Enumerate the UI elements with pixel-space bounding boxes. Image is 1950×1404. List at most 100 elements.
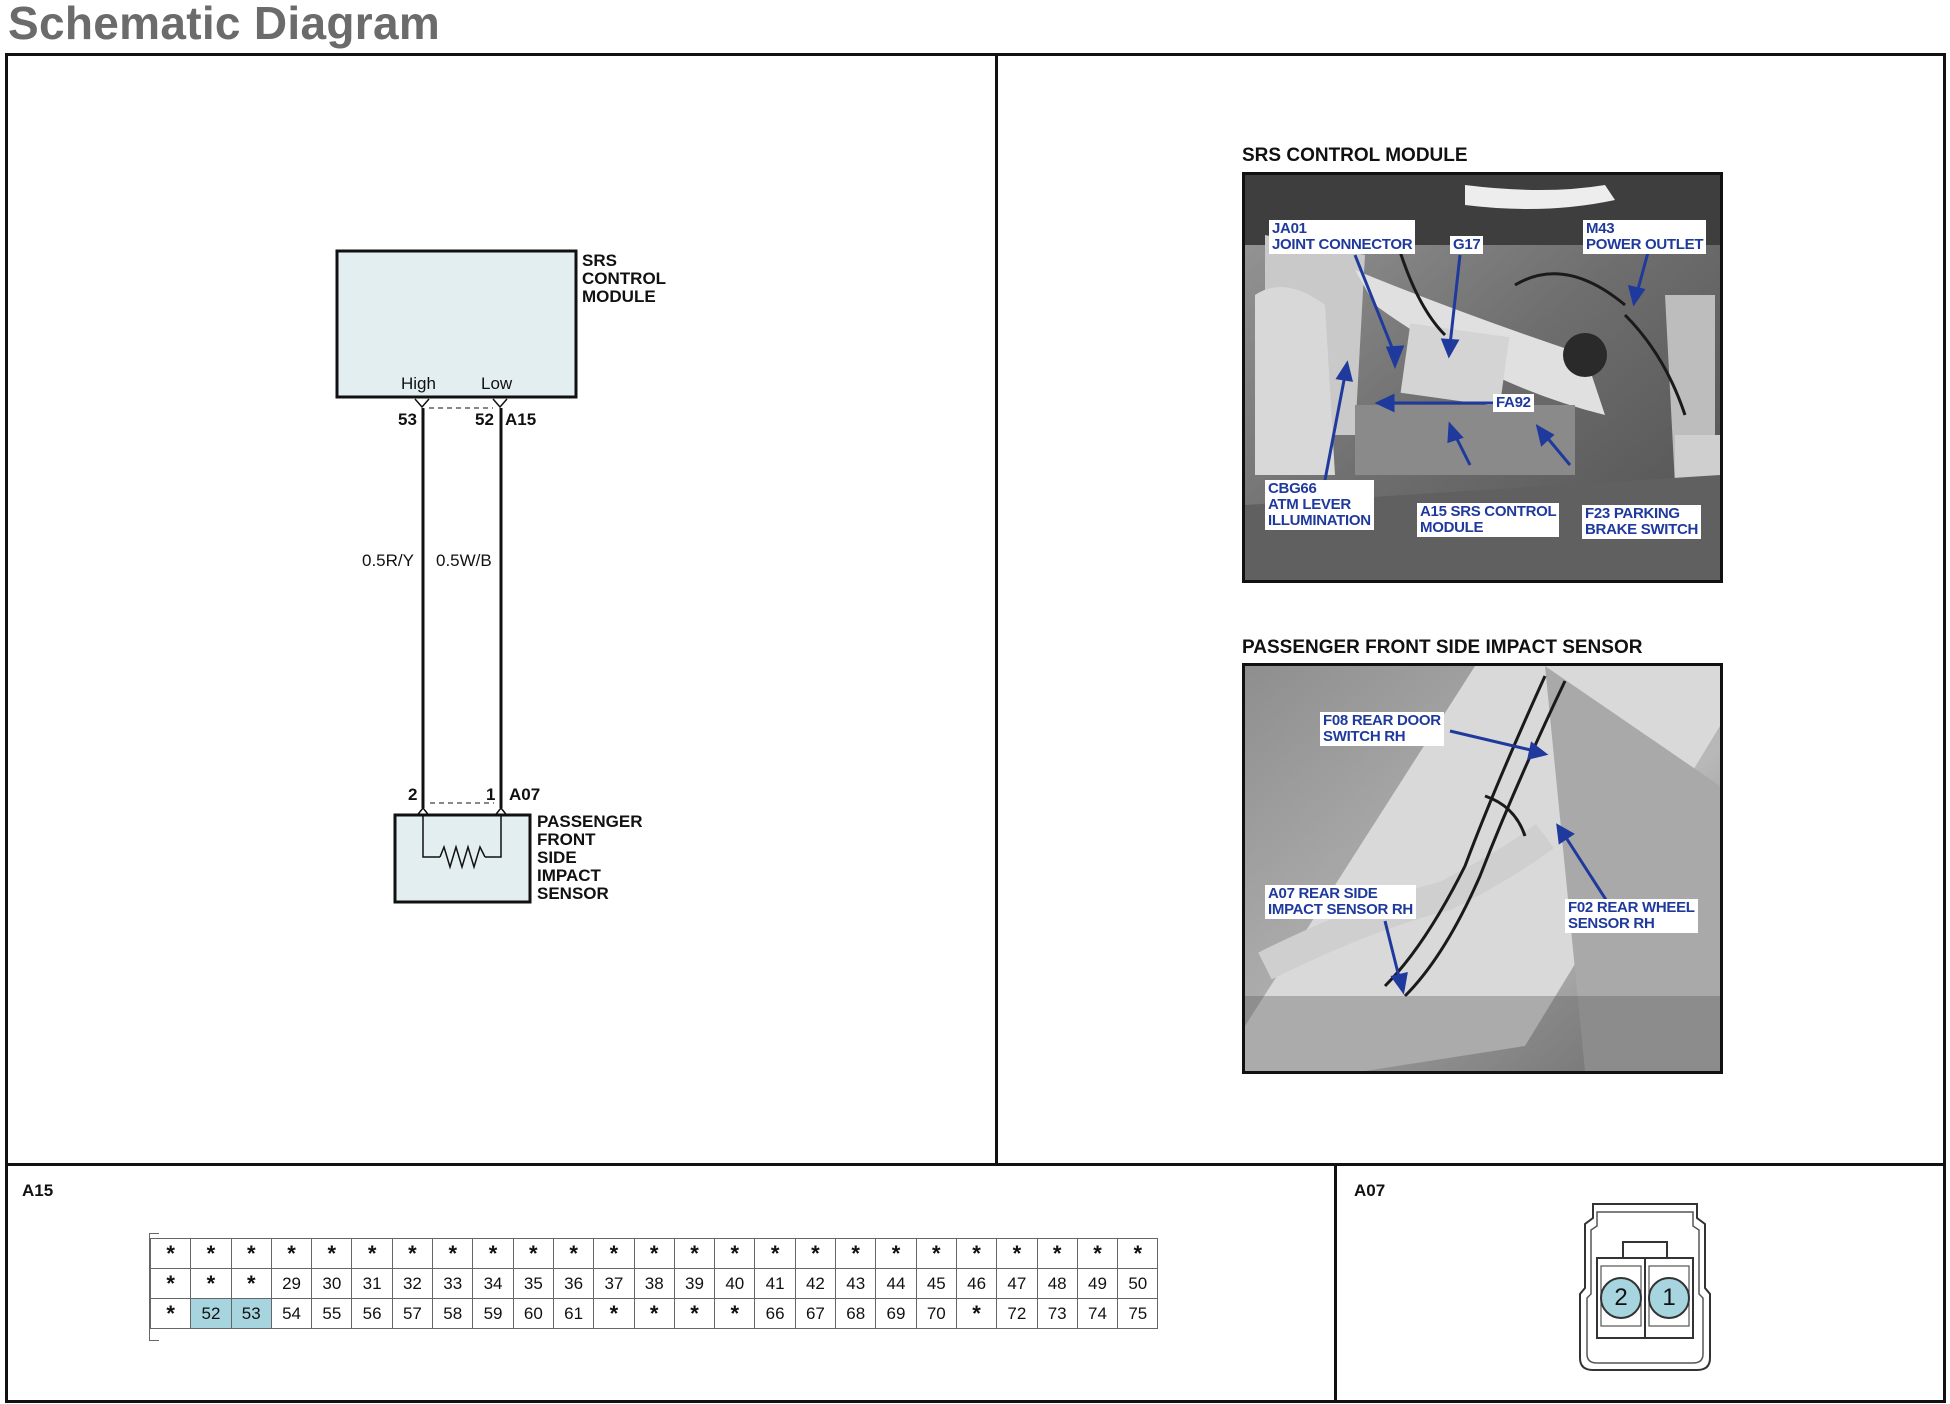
callout-a15: A15 SRS CONTROL MODULE	[1417, 503, 1560, 537]
a15-pin-29: 29	[270, 1268, 313, 1299]
a15-pin-47: 47	[996, 1268, 1038, 1299]
impact-sensor-photo: F08 REAR DOOR SWITCH RH A07 REAR SIDE IM…	[1242, 663, 1723, 1074]
sensor-photo-image	[1245, 666, 1720, 1071]
a15-pin-34: 34	[472, 1268, 514, 1299]
high-label: High	[401, 374, 436, 393]
a15-pin-unused: *	[230, 1268, 272, 1299]
pin-53-label: 53	[398, 410, 417, 429]
a15-pin-40: 40	[714, 1268, 756, 1299]
a15-pin-35: 35	[512, 1268, 554, 1299]
callout-a07: A07 REAR SIDE IMPACT SENSOR RH	[1265, 885, 1416, 919]
pin-1-label: 1	[486, 785, 496, 804]
a15-pin-37: 37	[593, 1268, 635, 1299]
a15-pin-unused: *	[1076, 1238, 1119, 1269]
a15-pin-57: 57	[391, 1298, 434, 1329]
a15-pin-unused: *	[633, 1298, 675, 1329]
a15-pin-unused: *	[754, 1238, 796, 1269]
a15-pin-unused: *	[270, 1238, 313, 1269]
a15-pin-59: 59	[472, 1298, 514, 1329]
callout-fa92: FA92	[1493, 394, 1534, 412]
a15-pin-unused: *	[230, 1238, 272, 1269]
a15-pin-45: 45	[915, 1268, 957, 1299]
a15-pin-unused: *	[714, 1298, 756, 1329]
a15-pin-72: 72	[996, 1298, 1038, 1329]
a15-pin-unused: *	[714, 1238, 756, 1269]
a15-pin-56: 56	[351, 1298, 393, 1329]
a15-pin-58: 58	[432, 1298, 474, 1329]
a15-pin-33: 33	[432, 1268, 474, 1299]
frame-right	[1943, 53, 1946, 1403]
schematic-drawing	[335, 249, 578, 904]
a15-connector-title: A15	[22, 1181, 54, 1200]
impact-sensor-box	[393, 813, 532, 904]
sensor-photo-title: PASSENGER FRONT SIDE IMPACT SENSOR	[1242, 637, 1643, 658]
a15-pin-75: 75	[1117, 1298, 1159, 1329]
a15-pin-unused: *	[996, 1238, 1038, 1269]
page-title: Schematic Diagram	[8, 0, 441, 49]
a15-pin-70: 70	[915, 1298, 957, 1329]
a15-pin-unused: *	[673, 1238, 716, 1269]
a15-pin-36: 36	[552, 1268, 595, 1299]
a15-pin-54: 54	[270, 1298, 313, 1329]
a15-pin-unused: *	[311, 1238, 353, 1269]
a15-pin-32: 32	[391, 1268, 434, 1299]
a15-connector-tab	[149, 1233, 159, 1341]
a15-pin-66: 66	[754, 1298, 796, 1329]
a15-pin-unused: *	[673, 1298, 716, 1329]
a15-pin-52: 52	[190, 1298, 232, 1329]
a15-pin-unused: *	[391, 1238, 434, 1269]
a15-pin-55: 55	[311, 1298, 353, 1329]
pin-52-label: 52	[475, 410, 494, 429]
a15-pin-unused: *	[593, 1298, 635, 1329]
a15-pin-unused: *	[149, 1238, 192, 1269]
a15-pin-69: 69	[875, 1298, 917, 1329]
a15-pin-49: 49	[1076, 1268, 1119, 1299]
srs-module-box	[335, 249, 578, 399]
a15-pin-42: 42	[794, 1268, 837, 1299]
a15-pin-30: 30	[311, 1268, 353, 1299]
callout-g17: G17	[1450, 236, 1484, 254]
a15-pin-67: 67	[794, 1298, 837, 1329]
a15-pin-41: 41	[754, 1268, 796, 1299]
callout-f23: F23 PARKING BRAKE SWITCH	[1582, 505, 1702, 539]
wire-right-label: 0.5W/B	[436, 551, 492, 570]
a15-pin-unused: *	[1036, 1238, 1078, 1269]
frame-connector-split	[1334, 1163, 1337, 1403]
a15-pin-unused: *	[190, 1268, 232, 1299]
a15-pin-31: 31	[351, 1268, 393, 1299]
a15-pin-unused: *	[955, 1238, 998, 1269]
srs-module-label: SRS CONTROL MODULE	[582, 251, 667, 306]
a15-pin-unused: *	[149, 1268, 192, 1299]
callout-f08: F08 REAR DOOR SWITCH RH	[1320, 712, 1444, 746]
a15-pin-43: 43	[835, 1268, 877, 1299]
a07-pin-1: 1	[1648, 1277, 1690, 1319]
frame-left	[5, 53, 8, 1403]
a15-pin-unused: *	[552, 1238, 595, 1269]
callout-f02: F02 REAR WHEEL SENSOR RH	[1565, 899, 1698, 933]
a15-pin-unused: *	[1117, 1238, 1159, 1269]
a15-pin-unused: *	[955, 1298, 998, 1329]
wire-left-label: 0.5R/Y	[362, 551, 414, 570]
a15-pin-74: 74	[1076, 1298, 1119, 1329]
a15-pin-68: 68	[835, 1298, 877, 1329]
a15-pin-unused: *	[915, 1238, 957, 1269]
a15-pin-44: 44	[875, 1268, 917, 1299]
a15-pin-unused: *	[633, 1238, 675, 1269]
a07-connector-title: A07	[1354, 1181, 1386, 1200]
a15-pin-46: 46	[955, 1268, 998, 1299]
sensor-connector-label: A07	[509, 785, 541, 804]
a07-connector-face	[1579, 1203, 1711, 1371]
a15-pin-row: *************************	[149, 1238, 1159, 1269]
a15-pin-unused: *	[875, 1238, 917, 1269]
a15-pin-39: 39	[673, 1268, 716, 1299]
a15-pin-unused: *	[472, 1238, 514, 1269]
srs-photo-title: SRS CONTROL MODULE	[1242, 145, 1468, 166]
a15-pin-unused: *	[794, 1238, 837, 1269]
impact-sensor-label: PASSENGER FRONT SIDE IMPACT SENSOR	[537, 812, 643, 903]
callout-m43: M43 POWER OUTLET	[1583, 220, 1707, 254]
a15-pin-61: 61	[552, 1298, 595, 1329]
frame-middle-divider	[995, 53, 998, 1165]
